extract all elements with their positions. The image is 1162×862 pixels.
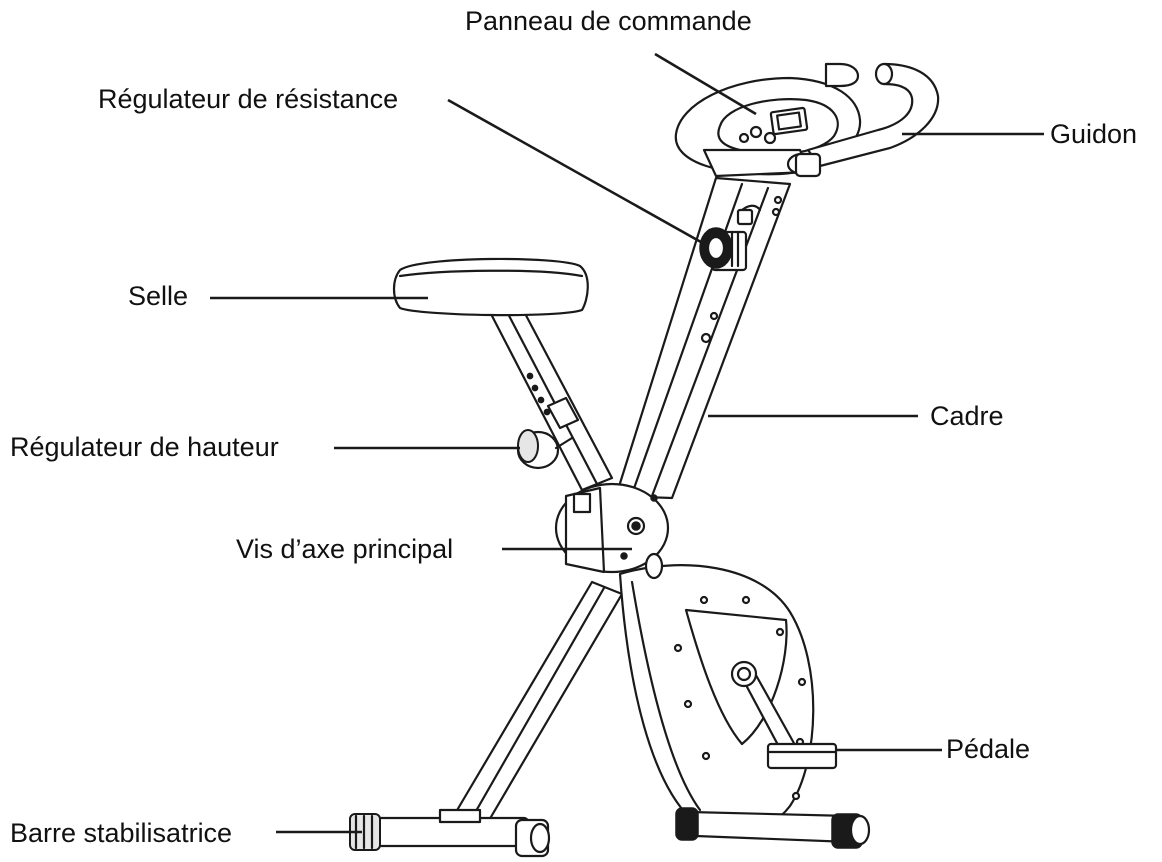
label-pedale: Pédale bbox=[946, 734, 1030, 764]
seat-post bbox=[488, 302, 614, 492]
leader-resistance bbox=[447, 98, 709, 248]
front-stabilizer bbox=[349, 808, 551, 858]
resistance-knob bbox=[699, 227, 748, 272]
handlebars bbox=[786, 62, 940, 178]
label-panneau: Panneau de commande bbox=[465, 6, 752, 36]
label-cadre: Cadre bbox=[930, 401, 1004, 431]
leader-lines bbox=[210, 52, 1044, 834]
seat bbox=[392, 257, 589, 317]
label-regulateur-hauteur: Régulateur de hauteur bbox=[10, 432, 279, 462]
rear-leg-tube bbox=[454, 580, 624, 824]
labels: Panneau de commande Régulateur de résist… bbox=[10, 6, 1137, 848]
label-selle: Selle bbox=[128, 281, 188, 311]
label-barre: Barre stabilisatrice bbox=[10, 818, 232, 848]
label-regulateur-resistance: Régulateur de résistance bbox=[98, 84, 398, 114]
flywheel-housing bbox=[618, 552, 815, 834]
rear-stabilizer bbox=[675, 807, 871, 849]
leader-panneau bbox=[654, 52, 757, 116]
main-frame bbox=[614, 176, 792, 500]
bike-illustration bbox=[349, 62, 940, 858]
height-knob bbox=[516, 429, 574, 470]
crank-pedal bbox=[730, 660, 838, 770]
label-vis-axe: Vis d’axe principal bbox=[236, 534, 453, 564]
label-guidon: Guidon bbox=[1050, 119, 1137, 149]
